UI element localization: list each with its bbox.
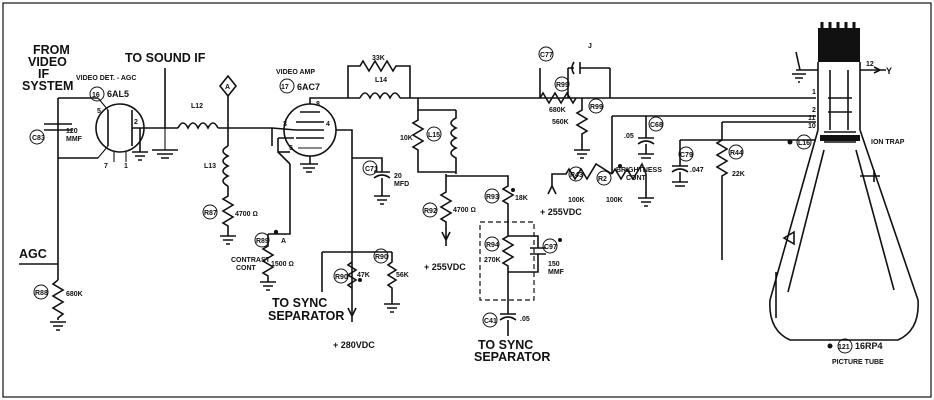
tube16-pin-5: 5 — [97, 108, 101, 115]
to-sync-sep2-line2: SEPARATOR — [474, 350, 550, 364]
c-cath-value-1: 20 — [394, 173, 402, 180]
from-video-if-line2: VIDEO — [28, 55, 67, 69]
c-05a-ref: C68 — [650, 122, 663, 129]
r-load-value: 4700 Ω — [235, 211, 258, 218]
l13-ref: L13 — [204, 163, 216, 170]
r-100k-a-value: 100K — [568, 197, 585, 204]
r-18k-ref: R93 — [486, 194, 499, 201]
y-label: Y — [886, 66, 892, 76]
r-contrast-value: 1500 Ω — [271, 261, 294, 268]
r-plate-value: 4700 Ω — [453, 207, 476, 214]
picture-tube — [769, 22, 919, 341]
r-270k-value: 270K — [484, 257, 501, 264]
v-255-a: + 255VDC — [424, 262, 466, 272]
r-22k-ref: R44 — [730, 150, 743, 157]
r-22k-value: 22K — [732, 171, 745, 178]
from-video-if-line4: SYSTEM — [22, 79, 73, 93]
video-amp-label: VIDEO AMP — [276, 69, 315, 76]
crt-pin-11: 11 — [808, 115, 816, 122]
tube17-type: 6AC7 — [297, 82, 320, 92]
c-047-value: .047 — [690, 167, 704, 174]
tube17-pin-3: 3 — [283, 121, 287, 128]
brightness-cont-1: BRIGHTNESS — [616, 167, 662, 174]
tube21-ref: 121 — [838, 344, 850, 351]
r-agc-value: 680K — [66, 291, 83, 298]
r-270k-ref: R94 — [486, 242, 499, 249]
ion-trap-label: ION TRAP — [871, 139, 905, 146]
l14-value: 33K — [372, 55, 385, 62]
diamond-a-label: A — [225, 84, 230, 91]
tube17-pin-5: 5 — [289, 145, 293, 152]
tube16-pin-7: 7 — [104, 163, 108, 170]
r-560k-ref: R99 — [590, 104, 603, 111]
v-255-b: + 255VDC — [540, 207, 582, 217]
tube17-pin-8: 8 — [316, 101, 320, 108]
r-100k-b-ref: R2 — [598, 176, 607, 183]
crt-pin-1: 1 — [812, 89, 816, 96]
contrast-cont-2: CONT — [236, 265, 257, 272]
c-150-ref: C97 — [544, 244, 557, 251]
video-det-agc-label: VIDEO DET. - AGC — [76, 75, 136, 82]
r-560k-value: 560K — [552, 119, 569, 126]
tube16-pin-2: 2 — [134, 119, 138, 126]
c-047-ref: C79 — [680, 152, 693, 159]
c-in-value-1: 120 — [66, 128, 78, 135]
tube16-ref: 16 — [92, 92, 100, 99]
c-150-value-2: MMF — [548, 269, 565, 276]
r-contrast-tag: A — [281, 238, 286, 245]
r-contrast-ref: R89 — [256, 238, 269, 245]
r-100k-a-ref: R43 — [570, 172, 583, 179]
l15-value: 10K — [400, 135, 413, 142]
to-sync-sep1-line1: TO SYNC — [272, 296, 327, 310]
crt-pin-10: 10 — [808, 123, 816, 130]
r-agc-ref: R88 — [35, 290, 48, 297]
c-150-value-1: 150 — [548, 261, 560, 268]
picture-tube-label: PICTURE TUBE — [832, 359, 884, 366]
contrast-cont-1: CONTRAST — [231, 257, 271, 264]
tube16-type: 6AL5 — [107, 89, 129, 99]
c-cath-value-2: MFD — [394, 181, 409, 188]
c-in-ref: C83 — [32, 135, 45, 142]
agc-label: AGC — [19, 247, 47, 261]
r-sync1a-ref: R90 — [335, 274, 348, 281]
c-top-ref: C77 — [540, 52, 553, 59]
r-sync1b-value: 56K — [396, 272, 409, 279]
c-in-value-2: MMF — [66, 136, 83, 143]
r-sync1a-value: 47K — [357, 272, 370, 279]
from-video-if-line3: IF — [38, 67, 49, 81]
r-sync1b-ref: R90 — [375, 254, 388, 261]
tube17-ref: 17 — [281, 84, 289, 91]
l15-ref: L15 — [428, 132, 440, 139]
to-sound-if-label: TO SOUND IF — [125, 51, 206, 65]
tube16-pin-1: 1 — [124, 163, 128, 170]
crt-pin-2: 2 — [812, 107, 816, 114]
r-680k-value: 680K — [549, 107, 566, 114]
c-05b-ref: C41 — [484, 318, 497, 325]
from-video-if-line1: FROM — [33, 43, 70, 57]
v-280: + 280VDC — [333, 340, 375, 350]
to-sync-sep1-line2: SEPARATOR — [268, 309, 344, 323]
tube21-type: 16RP4 — [855, 341, 883, 351]
c-05a-value: .05 — [624, 133, 634, 140]
brightness-cont-2: CONT — [626, 175, 647, 182]
r-18k-value: 18K — [515, 195, 528, 202]
c-05b-value: .05 — [520, 316, 530, 323]
input-label: FROM VIDEO IF SYSTEM — [22, 43, 73, 93]
l12-ref: L12 — [191, 103, 203, 110]
r-plate-ref: R92 — [424, 208, 437, 215]
r-100k-b-value: 100K — [606, 197, 623, 204]
l-ion-ref: L16 — [798, 140, 810, 147]
c-cath-ref: C71 — [365, 166, 378, 173]
r-680k-ref: R99 — [556, 82, 569, 89]
l14-ref: L14 — [375, 77, 387, 84]
to-sync-sep2-line1: TO SYNC — [478, 338, 533, 352]
tube17-pin-4: 4 — [326, 121, 330, 128]
c-top-value: J — [588, 43, 592, 50]
r-load-ref: R87 — [204, 210, 217, 217]
crt-pin-12: 12 — [866, 61, 874, 68]
